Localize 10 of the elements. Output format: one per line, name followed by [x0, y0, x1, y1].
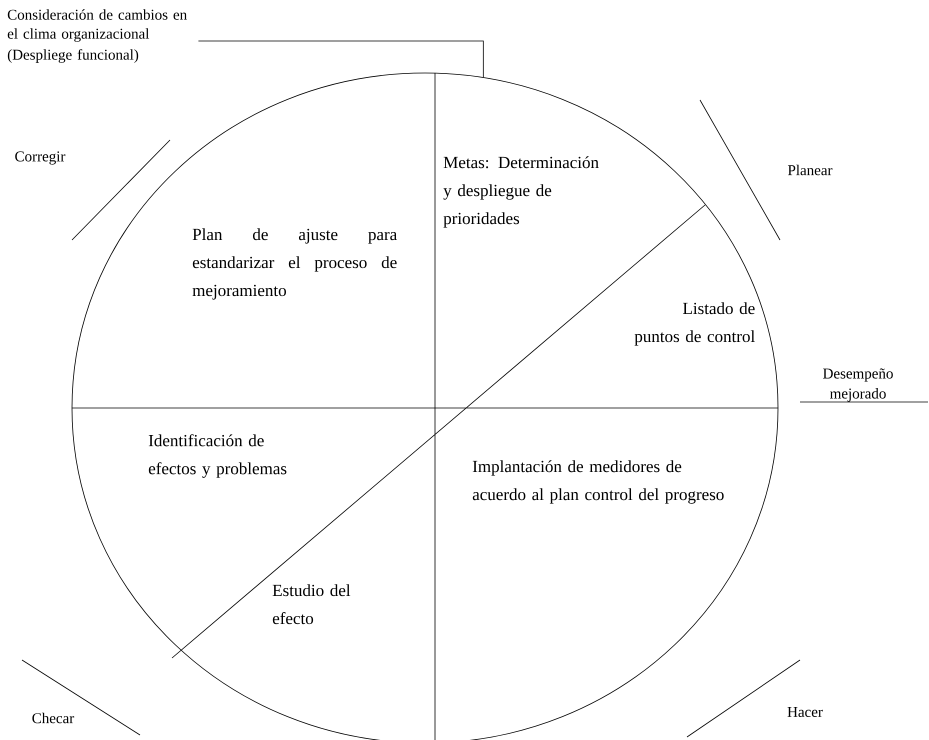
caption-text: Consideración de cambios en el clima organizacional (Despliege funcional): [8, 9, 187, 63]
stage-label: Checar: [32, 712, 74, 724]
sector-text: Metas: Determinación y despliegue de prioridades: [443, 156, 599, 228]
leader-line: [198, 40, 484, 78]
sector-text: Implantación de medidores de acuerdo al plan control del progreso: [472, 460, 724, 504]
sector-text: Estudio del efecto: [272, 584, 350, 624]
sector-text: Listado de puntos de control: [634, 302, 755, 346]
sector-text: Identificación de efectos y problemas: [148, 434, 286, 478]
stage-label: Desempeño mejorado: [823, 368, 893, 402]
sector-text: Plan de ajuste para estandarizar el proceso de mejoramiento: [192, 228, 397, 300]
